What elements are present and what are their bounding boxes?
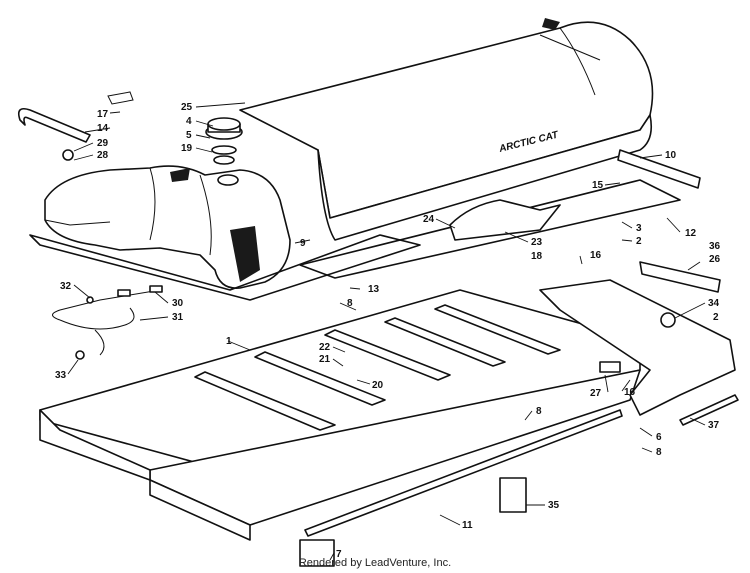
tunnel-chassis [39,279,739,541]
callout-5: 5 [186,130,192,141]
rear-bracket [639,261,721,293]
seat: ARCTIC CAT [239,18,654,241]
callout-34: 34 [708,298,720,309]
callout-2-upper: 2 [636,236,642,247]
callout-10: 10 [665,150,677,161]
callout-37: 37 [708,420,720,431]
gas-tank [44,165,291,289]
callout-8-upper: 8 [347,298,353,309]
callout-11: 11 [462,520,473,531]
callout-28: 28 [97,150,109,161]
callout-13: 13 [368,284,380,295]
fitting [62,149,74,161]
callout-36: 36 [709,241,721,252]
callout-4: 4 [186,116,192,127]
callout-33: 33 [55,370,67,381]
grab-handle [449,199,561,241]
callout-35: 35 [548,500,560,511]
fuel-cap [205,117,243,165]
footer-credit: Rendered by LeadVenture, Inc. [298,557,452,569]
callout-16-upper: 16 [590,250,602,261]
runner-bracket [599,361,621,373]
callout-23: 23 [531,237,543,248]
callout-26: 26 [709,254,721,265]
callout-30: 30 [172,298,184,309]
callout-2-lower: 2 [713,312,719,323]
callout-8-middle: 8 [536,406,542,417]
callout-22: 22 [319,342,331,353]
rear-plate [299,539,335,567]
callout-27: 27 [590,388,602,399]
vent-hose-clip [107,91,134,105]
callout-32: 32 [60,281,72,292]
callout-25: 25 [181,102,193,113]
vent-hose [17,107,91,143]
callout-12: 12 [685,228,697,239]
tank-floor-plate [29,234,421,301]
callout-19: 19 [181,143,193,154]
callout-20: 20 [372,380,384,391]
callout-24: 24 [423,214,435,225]
wiring-harness [52,285,163,360]
callout-17: 17 [97,109,109,120]
callout-labels: 17 14 29 28 25 4 5 19 10 15 12 3 2 24 23… [55,102,721,560]
leader-lines [67,102,706,561]
callout-9: 9 [300,238,306,249]
callout-7: 7 [336,549,342,560]
callout-14: 14 [97,123,109,134]
callout-6: 6 [656,432,662,443]
callout-16-lower: 16 [624,387,636,398]
callout-21: 21 [319,354,331,365]
hitch-plate [499,477,527,513]
callout-8-lower: 8 [656,447,662,458]
callout-18: 18 [531,251,543,262]
callout-15: 15 [592,180,604,191]
callout-3: 3 [636,223,642,234]
callout-29: 29 [97,138,109,149]
side-rail [617,149,701,189]
tail-lamp [660,312,676,328]
callout-1: 1 [226,336,232,347]
callout-31: 31 [172,312,184,323]
